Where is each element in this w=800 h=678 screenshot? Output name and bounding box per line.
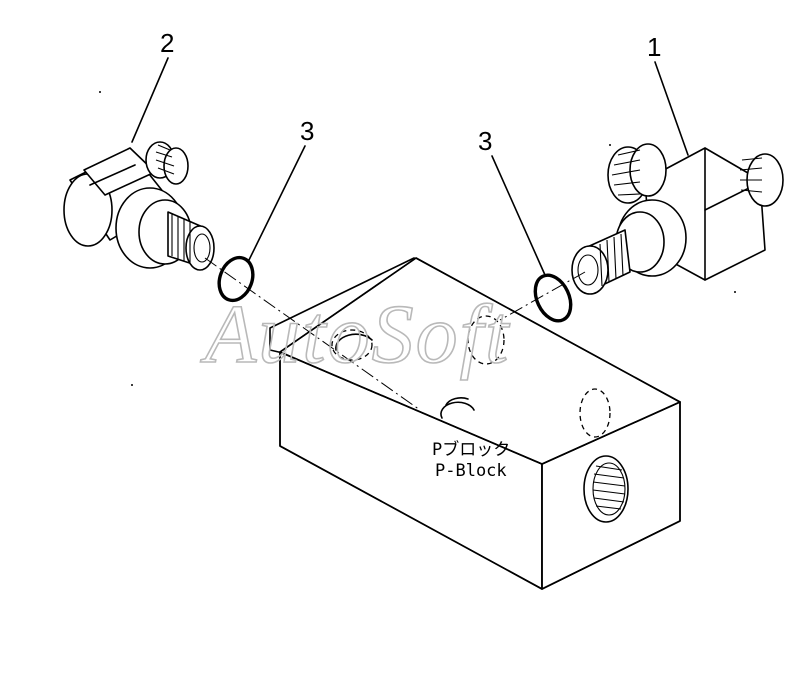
p-block: Pブロック P-Block [269,257,681,590]
leader-2 [131,57,169,143]
centerline-right [499,271,586,321]
o-ring-right [533,273,573,323]
part-1-fitting [571,143,784,295]
leader-1 [654,61,689,156]
callout-3-right: 3 [478,126,492,156]
callout-2: 2 [160,28,174,58]
top-port-left [331,329,373,361]
top-port-right [467,315,505,365]
side-port-upper [579,388,611,438]
watermark: AutoSoft [200,288,511,381]
block-label-japanese: Pブロック [432,439,510,460]
callout-1: 1 [647,32,661,62]
side-port-threaded [583,455,629,523]
part-2-fitting [63,141,215,271]
block-label-english: P-Block [435,461,507,481]
leader-3-right [491,155,546,276]
callout-3-left: 3 [300,116,314,146]
top-port-center [440,397,475,419]
centerline-left [204,257,421,411]
leader-3-left [247,145,306,263]
o-ring-left [217,255,255,303]
